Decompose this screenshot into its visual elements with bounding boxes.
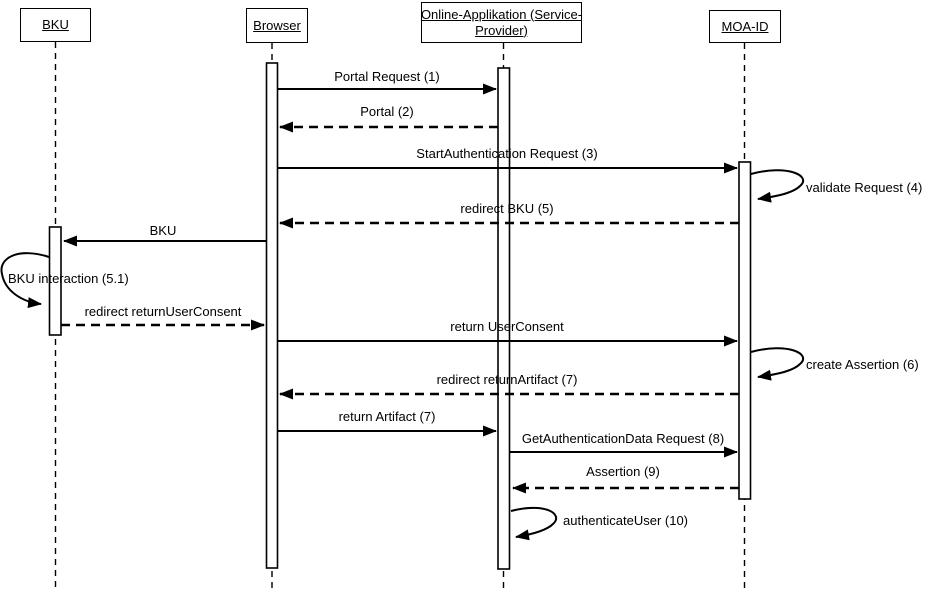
message-label-portal-request: Portal Request (1): [334, 69, 440, 84]
message-label-validate-request: validate Request (4): [806, 180, 923, 195]
actor-label-moa-id: MOA-ID: [721, 18, 769, 34]
message-label-authenticate-user: authenticateUser (10): [563, 513, 689, 528]
message-label-get-authentication-data-request: GetAuthenticationData Request (8): [521, 431, 725, 446]
self-loop-authenticate-user: [510, 506, 558, 541]
actor-label-browser: Browser: [253, 17, 301, 33]
message-label-start-authentication-request: StartAuthentication Request (3): [416, 146, 598, 161]
activation-bar-browser: [265, 62, 279, 569]
actor-label-online-app-line2: Provider): [475, 22, 528, 38]
self-loop-create-assertion: [750, 347, 804, 381]
message-label-bku: BKU: [149, 223, 177, 238]
actor-label-bku: BKU: [42, 17, 69, 32]
message-label-redirect-return-artifact: redirect returnArtifact (7): [436, 372, 578, 387]
self-loop-validate-request: [750, 169, 804, 203]
actor-box-online-app: Online-Applikation (Service- Provider): [421, 2, 582, 43]
message-label-portal: Portal (2): [360, 104, 414, 119]
activation-bar-online-app: [497, 67, 511, 570]
actor-box-moa-id: MOA-ID: [709, 10, 781, 43]
activation-bar-bku: [48, 226, 62, 336]
message-label-create-assertion: create Assertion (6): [806, 357, 919, 372]
activation-bar-moa-id: [738, 161, 752, 500]
message-label-assertion: Assertion (9): [586, 464, 660, 479]
message-label-redirect-bku: redirect BKU (5): [460, 201, 554, 216]
message-label-redirect-return-user-consent: redirect returnUserConsent: [84, 304, 242, 319]
message-label-return-user-consent: return UserConsent: [450, 319, 564, 334]
actor-box-browser: Browser: [246, 8, 308, 43]
self-loop-bku-interaction: [0, 252, 50, 309]
actor-box-bku: BKU: [20, 8, 91, 42]
message-label-return-artifact: return Artifact (7): [338, 409, 436, 424]
message-label-bku-interaction: BKU interaction (5.1): [8, 271, 129, 286]
actor-label-online-app-line1: Online-Applikation (Service-: [420, 6, 583, 22]
